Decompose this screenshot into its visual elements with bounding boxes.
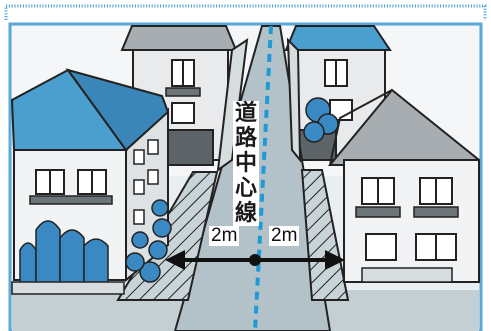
road-center-line [253, 25, 273, 331]
center-point [249, 254, 261, 266]
label-char: 中 [234, 151, 257, 176]
bushes-right [303, 97, 339, 143]
distance-label-right: 2m [269, 225, 300, 246]
front-right-house [327, 88, 480, 283]
dimension-arrow [165, 250, 345, 270]
label-char: 線 [234, 201, 257, 226]
right-wall [286, 37, 302, 163]
distance-label-left: 2m [209, 225, 240, 246]
bushes-left [19, 199, 172, 291]
setback-area-right [300, 169, 350, 301]
label-char: 道 [234, 101, 257, 126]
left-wall [216, 37, 249, 173]
road-center-line-label: 道 路 中 心 線 [233, 101, 259, 226]
label-char: 心 [234, 176, 257, 201]
left-fence [11, 281, 125, 295]
back-right-house [284, 25, 392, 161]
label-char: 路 [234, 126, 257, 151]
